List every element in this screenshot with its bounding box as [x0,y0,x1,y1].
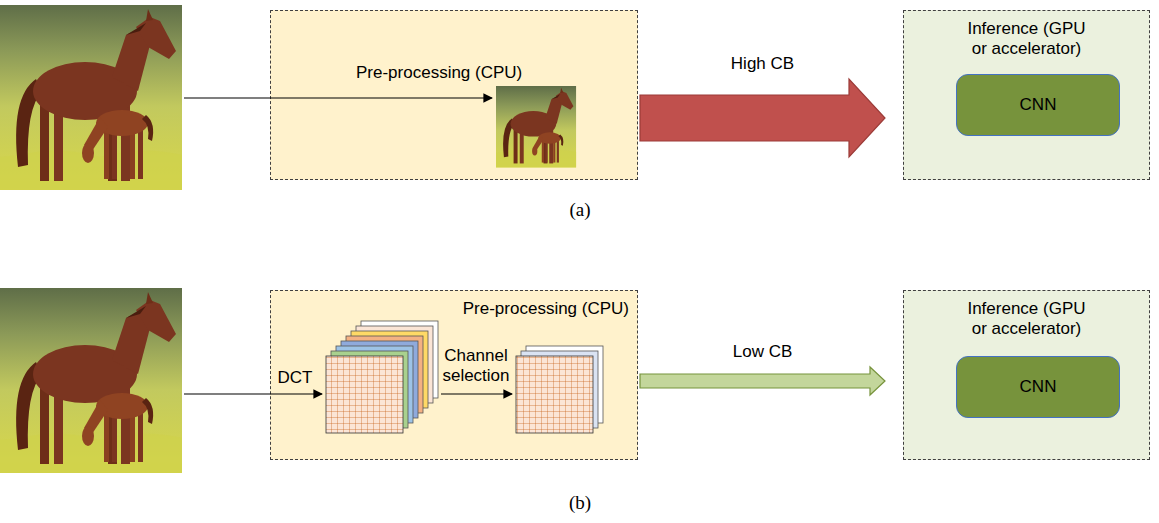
subfigure-label: (b) [569,493,591,513]
bandwidth-label: Low CB [733,342,793,362]
step-label: DCT [278,368,313,388]
horse-photo [0,5,182,190]
bandwidth-arrow [640,79,885,157]
model-box: CNN [956,356,1120,418]
dct-channel-stack [326,321,438,433]
stage-panel: Inference (GPU or accelerator) CNN [903,10,1150,180]
input-arrow [184,97,492,98]
panel-title: Pre-processing (CPU) [463,299,629,319]
panel-title: Pre-processing (CPU) [356,63,522,83]
selected-channel-stack [516,346,603,433]
step-label: Channel selection [437,346,515,386]
stage-panel: Pre-processing (CPU) [270,10,638,180]
bandwidth-label: High CB [731,54,794,74]
preprocessing-illustration [271,11,639,181]
panel-title: Inference (GPU or accelerator) [934,19,1119,59]
bandwidth-arrow [640,367,885,395]
model-label: CNN [957,377,1119,397]
stage-panel: Inference (GPU or accelerator) CNN [903,290,1150,460]
horse-photo [0,288,182,473]
subfigure-label: (a) [569,200,590,220]
resized-image [496,86,576,167]
model-label: CNN [957,95,1119,115]
model-box: CNN [956,74,1120,136]
selection-arrow [441,393,512,394]
input-arrow [184,393,322,394]
panel-title: Inference (GPU or accelerator) [934,299,1119,339]
